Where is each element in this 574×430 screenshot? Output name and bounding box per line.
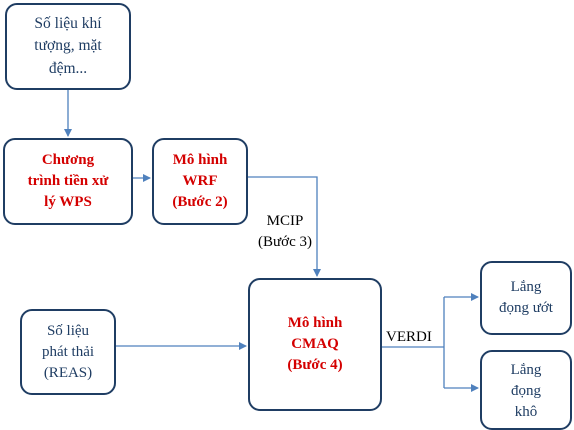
cmaq-model-label: Mô hình CMAQ (Bước 4) — [287, 315, 343, 373]
dry-deposition-label: Lắng đọng khô — [510, 362, 542, 420]
mcip-step-label: MCIP (Bước 3) — [258, 213, 312, 250]
wet-deposition-label: Lắng đọng ướt — [499, 279, 553, 316]
wrf-model-box: Mô hình WRF (Bước 2) — [152, 138, 248, 225]
verdi-label: VERDI — [386, 329, 432, 345]
wps-preprocessing-box: Chương trình tiền xử lý WPS — [3, 138, 133, 225]
meteorological-data-label: Số liệu khí tượng, mặt đệm... — [34, 14, 102, 77]
emission-data-label: Số liệu phát thải (REAS) — [41, 322, 95, 381]
arrow-wrf-to-cmaq — [248, 176, 321, 277]
dry-deposition-box: Lắng đọng khô — [480, 350, 572, 430]
wet-deposition-box: Lắng đọng ướt — [480, 261, 572, 335]
cmaq-model-box: Mô hình CMAQ (Bước 4) — [248, 278, 382, 411]
emission-data-box: Số liệu phát thải (REAS) — [20, 309, 116, 395]
wps-preprocessing-label: Chương trình tiền xử lý WPS — [27, 152, 109, 210]
wrf-model-label: Mô hình WRF (Bước 2) — [172, 152, 228, 210]
meteorological-data-box: Số liệu khí tượng, mặt đệm... — [5, 3, 131, 90]
